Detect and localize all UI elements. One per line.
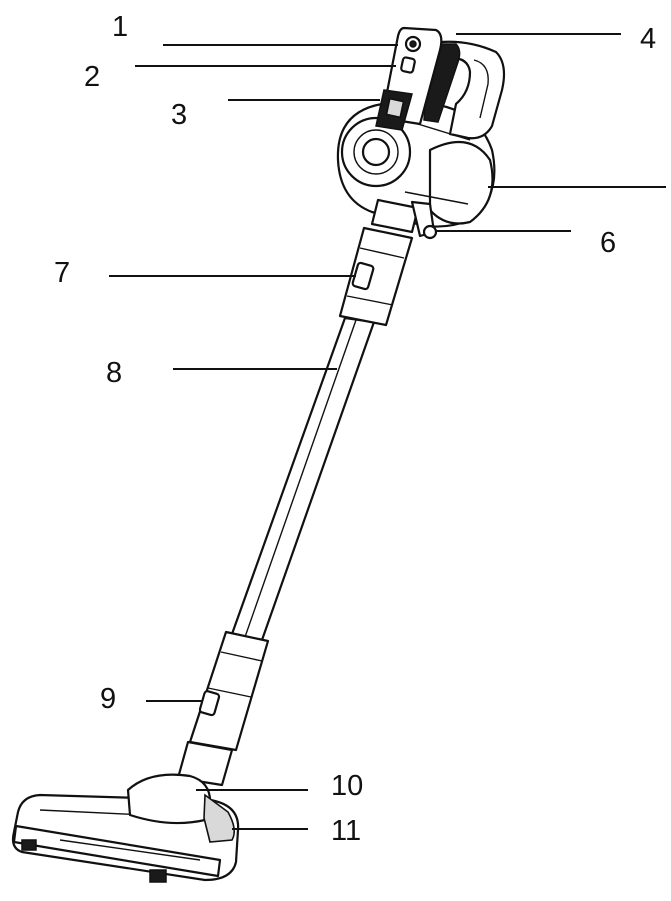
upper-tube-collar <box>338 226 414 327</box>
nozzle-release-button <box>198 690 221 717</box>
brush-neck <box>126 773 212 825</box>
leader-lines <box>109 33 666 830</box>
callout-11: 11 <box>331 815 361 847</box>
mode-button <box>400 56 416 74</box>
dust-cup <box>428 140 494 225</box>
brush-side-latch <box>203 793 236 843</box>
callout-2: 2 <box>84 61 100 93</box>
callout-7: 7 <box>54 257 70 289</box>
vacuum-illustration <box>11 26 506 883</box>
callout-6: 6 <box>600 227 616 259</box>
callout-10: 10 <box>331 770 363 802</box>
callout-4: 4 <box>640 23 656 55</box>
callout-labels: 1 2 3 4 6 7 8 9 10 11 <box>54 11 656 847</box>
lower-clip <box>370 198 420 234</box>
callout-9: 9 <box>100 683 116 715</box>
lower-tube-collar <box>176 630 270 787</box>
extension-tube <box>230 316 376 642</box>
callout-8: 8 <box>106 357 122 389</box>
control-head <box>375 26 443 131</box>
callout-3: 3 <box>171 99 187 131</box>
callout-1: 1 <box>112 11 128 43</box>
floor-brush <box>11 773 240 883</box>
tube-release-button <box>351 261 375 291</box>
